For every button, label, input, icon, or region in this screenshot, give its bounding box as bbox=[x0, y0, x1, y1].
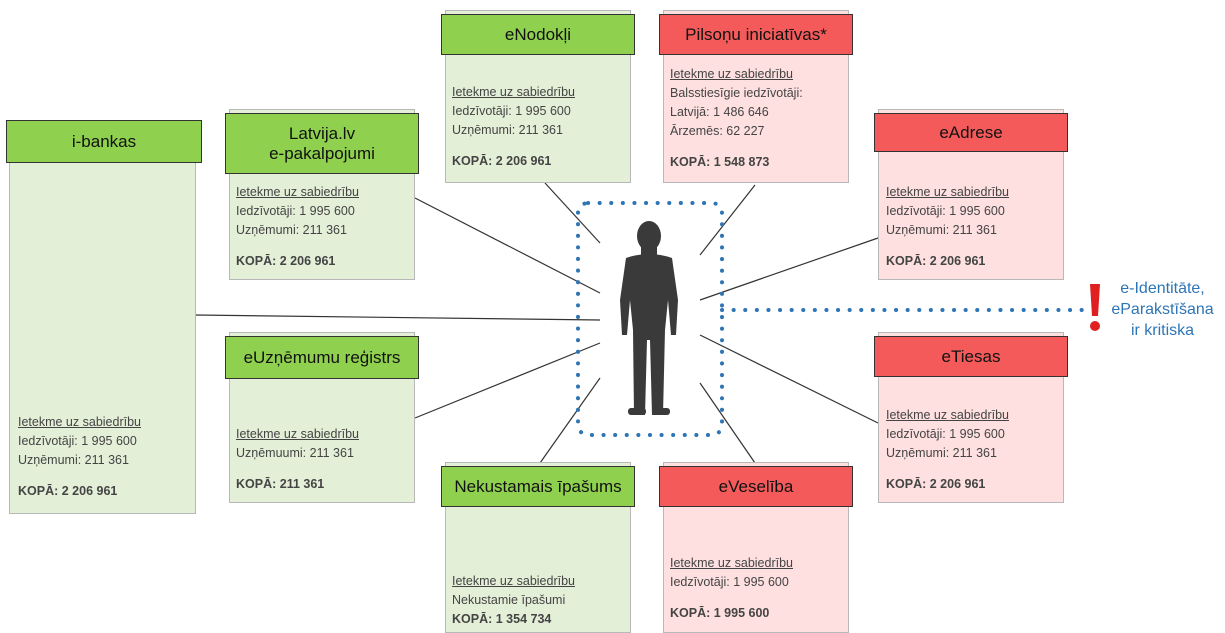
impact-label: Ietekme uz sabiedrību bbox=[670, 556, 793, 570]
header-nekustamais-title: Nekustamais īpašums bbox=[454, 476, 622, 496]
stat-line: Uzņēmuumi: 211 361 bbox=[236, 446, 354, 460]
stat-line: Latvijā: 1 486 646 bbox=[670, 105, 769, 119]
header-etiesas-title: eTiesas bbox=[941, 346, 1001, 366]
header-etiesas: eTiesas bbox=[874, 336, 1068, 377]
total-value: KOPĀ: 1 995 600 bbox=[670, 606, 770, 620]
total-value: KOPĀ: 1 354 734 bbox=[452, 612, 552, 626]
header-enodokli-title: eNodokļi bbox=[504, 24, 572, 44]
stat-line: Iedzīvotāji: 1 995 600 bbox=[670, 575, 789, 589]
stat-line: Uzņēmumi: 211 361 bbox=[886, 446, 997, 460]
body-pilsonu: Ietekme uz sabiedrību Balsstiesīgie iedz… bbox=[670, 65, 803, 172]
header-latvija-title-line2: e-pakalpojumi bbox=[269, 143, 375, 163]
stat-line: Iedzīvotāji: 1 995 600 bbox=[886, 204, 1005, 218]
body-eveseliba: Ietekme uz sabiedrību Iedzīvotāji: 1 995… bbox=[670, 554, 793, 623]
impact-label: Ietekme uz sabiedrību bbox=[236, 427, 359, 441]
header-ibankas-title: i-bankas bbox=[71, 131, 137, 151]
connector-eunemumu bbox=[414, 342, 601, 419]
impact-label: Ietekme uz sabiedrību bbox=[886, 408, 1009, 422]
dotted-frame bbox=[576, 201, 724, 437]
exclamation-icon bbox=[1090, 284, 1100, 331]
stat-line: Uzņēmumi: 211 361 bbox=[236, 223, 347, 237]
header-eadrese-title: eAdrese bbox=[939, 122, 1003, 142]
impact-label: Ietekme uz sabiedrību bbox=[452, 85, 575, 99]
stat-line: Iedzīvotāji: 1 995 600 bbox=[236, 204, 355, 218]
header-nekustamais: Nekustamais īpašums bbox=[441, 466, 635, 507]
header-pilsonu-title: Pilsoņu iniciatīvas* bbox=[685, 24, 827, 44]
stat-line: Ārzemēs: 62 227 bbox=[670, 124, 765, 138]
header-eveseliba-title: eVeselība bbox=[718, 476, 794, 496]
impact-label: Ietekme uz sabiedrību bbox=[886, 185, 1009, 199]
total-value: KOPĀ: 1 548 873 bbox=[670, 155, 770, 169]
stat-line: Balsstiesīgie iedzīvotāji: bbox=[670, 86, 803, 100]
impact-label: Ietekme uz sabiedrību bbox=[452, 574, 575, 588]
header-eveseliba: eVeselība bbox=[659, 466, 853, 507]
header-pilsonu: Pilsoņu iniciatīvas* bbox=[659, 14, 853, 55]
total-value: KOPĀ: 2 206 961 bbox=[236, 254, 336, 268]
body-enodokli: Ietekme uz sabiedrību Iedzīvotāji: 1 995… bbox=[452, 83, 575, 171]
header-latvija-title-line1: Latvija.lv bbox=[288, 123, 356, 143]
body-latvija: Ietekme uz sabiedrību Iedzīvotāji: 1 995… bbox=[236, 183, 359, 271]
total-value: KOPĀ: 2 206 961 bbox=[18, 484, 118, 498]
impact-label: Ietekme uz sabiedrību bbox=[236, 185, 359, 199]
body-eunemumu: Ietekme uz sabiedrību Uzņēmuumi: 211 361… bbox=[236, 425, 359, 494]
total-value: KOPĀ: 211 361 bbox=[236, 477, 325, 491]
critical-note: e-Identitāte, eParakstīšana ir kritiska bbox=[1100, 278, 1225, 341]
stat-line: Iedzīvotāji: 1 995 600 bbox=[18, 434, 137, 448]
critical-note-line1: e-Identitāte, bbox=[1120, 280, 1205, 297]
header-eunemumu: eUzņēmumu reģistrs bbox=[225, 336, 419, 379]
person-silhouette-icon bbox=[620, 221, 678, 415]
connector-ibankas bbox=[195, 314, 601, 321]
header-enodokli: eNodokļi bbox=[441, 14, 635, 55]
connector-latvija bbox=[414, 197, 601, 294]
total-value: KOPĀ: 2 206 961 bbox=[452, 154, 552, 168]
stat-line: Iedzīvotāji: 1 995 600 bbox=[886, 427, 1005, 441]
connector-etiesas bbox=[699, 334, 879, 424]
body-nekustamais: Ietekme uz sabiedrību Nekustamie īpašumi… bbox=[452, 572, 575, 629]
body-ibankas: Ietekme uz sabiedrību Iedzīvotāji: 1 995… bbox=[18, 413, 141, 501]
total-value: KOPĀ: 2 206 961 bbox=[886, 254, 986, 268]
connector-eadrese bbox=[699, 237, 879, 301]
connector-eveseliba bbox=[699, 382, 756, 464]
critical-note-line2: eParakstīšana bbox=[1111, 301, 1214, 318]
body-eadrese: Ietekme uz sabiedrību Iedzīvotāji: 1 995… bbox=[886, 183, 1009, 271]
body-etiesas: Ietekme uz sabiedrību Iedzīvotāji: 1 995… bbox=[886, 406, 1009, 494]
stat-line: Nekustamie īpašumi bbox=[452, 593, 566, 607]
stat-line: Uzņēmumi: 211 361 bbox=[452, 123, 563, 137]
card-ibankas bbox=[9, 128, 196, 514]
header-eunemumu-title: eUzņēmumu reģistrs bbox=[243, 347, 401, 367]
connector-pilsonu bbox=[699, 184, 756, 256]
impact-label: Ietekme uz sabiedrību bbox=[670, 67, 793, 81]
header-ibankas: i-bankas bbox=[6, 120, 202, 163]
total-value: KOPĀ: 2 206 961 bbox=[886, 477, 986, 491]
impact-label: Ietekme uz sabiedrību bbox=[18, 415, 141, 429]
header-eadrese: eAdrese bbox=[874, 113, 1068, 152]
stat-line: Uzņēmumi: 211 361 bbox=[886, 223, 997, 237]
header-latvija: Latvija.lv e-pakalpojumi bbox=[225, 113, 419, 174]
stat-line: Iedzīvotāji: 1 995 600 bbox=[452, 104, 571, 118]
stat-line: Uzņēmumi: 211 361 bbox=[18, 453, 129, 467]
critical-note-line3: ir kritiska bbox=[1130, 322, 1195, 339]
connector-nekustamais bbox=[539, 377, 601, 464]
connector-enodokli bbox=[544, 182, 601, 244]
